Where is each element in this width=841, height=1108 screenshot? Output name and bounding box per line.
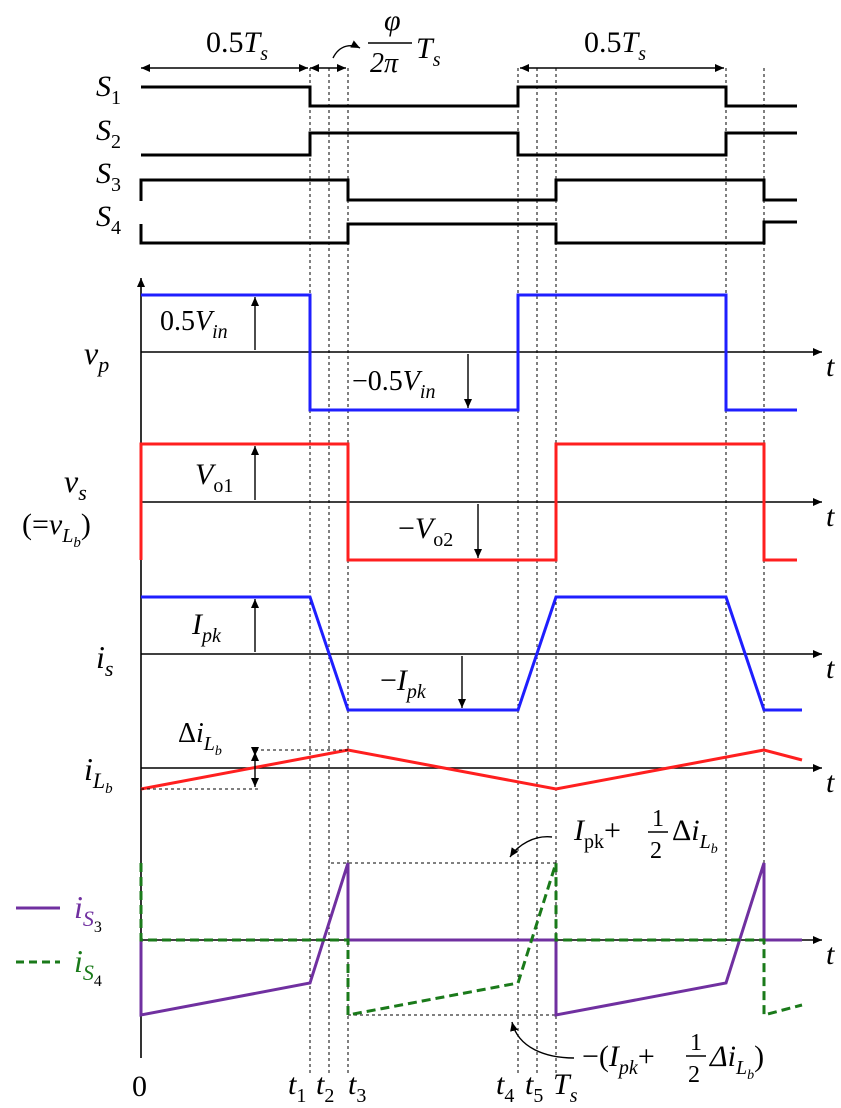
vp-waveform [141, 293, 797, 412]
tick-t1: t1 [288, 1068, 306, 1107]
ilb-waveform [140, 748, 803, 791]
trough-label-pointer [510, 1021, 575, 1059]
vs-waveform [139, 442, 797, 562]
legend: iS3 iS4 [16, 889, 102, 990]
tick-t3: t3 [348, 1068, 366, 1107]
peak-frac-num: 1 [652, 806, 664, 832]
is-neg-label: −Ipk [380, 664, 427, 703]
half-period-right-annotation: 0.5Ts [520, 26, 724, 72]
vp-pos-label: 0.5Vin [160, 306, 228, 343]
peak-frac-den: 2 [650, 838, 662, 864]
tick-t4: t4 [496, 1068, 514, 1107]
peak-label: Ipk+ [573, 814, 621, 853]
s4-waveform [139, 220, 797, 245]
vp-neg-label: −0.5Vin [352, 366, 435, 403]
vs-pos-label: Vo1 [195, 458, 233, 497]
peak-label-pointer [509, 836, 553, 858]
trough-frac-num: 1 [690, 1030, 702, 1056]
tick-Ts: Ts [553, 1068, 578, 1107]
vs-neg-label: −Vo2 [398, 512, 453, 551]
ilb-ripple-label: ΔiLb [178, 718, 222, 759]
svg-text:0.5Ts: 0.5Ts [584, 26, 646, 65]
s1-label: S1 [96, 70, 121, 109]
tick-0: 0 [132, 1070, 147, 1103]
vs-label: vs [64, 463, 87, 505]
is-label: is [96, 639, 113, 681]
svg-text:0.5Ts: 0.5Ts [206, 26, 268, 65]
is4-waveform [139, 862, 803, 1017]
phase-shift-annotation: φ 2π Ts [310, 4, 441, 79]
legend-is3-label: iS3 [74, 889, 102, 936]
is-switch-axis-t-label: t [826, 938, 835, 971]
trough-frac-den: 2 [688, 1062, 700, 1088]
legend-is4-label: iS4 [74, 943, 102, 990]
s1-waveform [141, 85, 797, 108]
ilb-label: iLb [84, 751, 113, 797]
is-pos-label: Ipk [191, 608, 222, 647]
is-waveform [141, 595, 802, 712]
is-axis-t-label: t [826, 652, 835, 685]
ilb-waveform-group: t iLb ΔiLb [84, 718, 835, 799]
switch-signals: S1 S2 S3 S4 [96, 70, 797, 245]
vp-waveform-group: t vp 0.5Vin −0.5Vin [84, 293, 835, 412]
tick-t5: t5 [525, 1068, 543, 1107]
svg-text:2π: 2π [370, 48, 399, 79]
vs-waveform-group: t vs (=vLb) Vo1 −Vo2 [22, 442, 835, 562]
s3-waveform [139, 178, 797, 202]
vs-axis-t-label: t [826, 500, 835, 533]
svg-text:Ts: Ts [416, 32, 441, 71]
vp-label: vp [84, 335, 109, 377]
s3-label: S3 [96, 157, 121, 196]
svg-text:φ: φ [384, 4, 401, 37]
tick-t2: t2 [316, 1068, 334, 1107]
trough-delta: ΔiLb) [709, 1040, 764, 1083]
s4-label: S4 [96, 200, 121, 239]
vp-axis-t-label: t [826, 350, 835, 383]
half-period-left-annotation: 0.5Ts [141, 26, 308, 72]
trough-label: −(Ipk+ [582, 1040, 655, 1079]
peak-delta: ΔiLb [672, 814, 718, 857]
is3-is4-waveform-group: t Ipk+ 1 2 ΔiLb −(Ipk+ 1 2 ΔiLb) [139, 806, 835, 1088]
s2-label: S2 [96, 114, 121, 153]
is-waveform-group: t is Ipk −Ipk [96, 595, 835, 712]
vs-alt-label: (=vLb) [22, 508, 91, 551]
time-tick-labels: 0 t1 t2 t3 t4 t5 Ts [132, 1068, 578, 1107]
ilb-axis-t-label: t [826, 766, 835, 799]
s2-waveform [141, 131, 797, 157]
